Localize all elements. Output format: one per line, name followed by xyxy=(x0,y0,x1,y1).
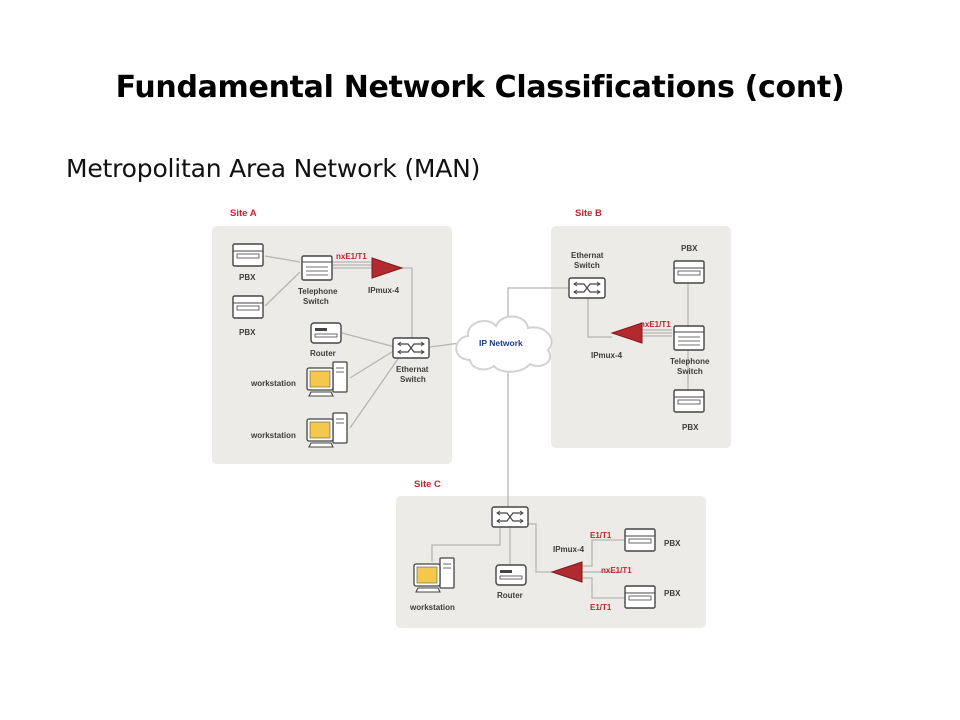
site-a-telephone-switch-label-2: Switch xyxy=(303,297,329,306)
ip-network-cloud-icon xyxy=(455,315,553,373)
slide-title: Fundamental Network Classifications (con… xyxy=(115,70,845,105)
site-c-pbx-1-icon xyxy=(624,528,656,552)
site-c-pbx-1-label: PBX xyxy=(664,539,681,548)
ip-network-label: IP Network xyxy=(479,338,523,348)
site-c-ipmux-label: IPmux-4 xyxy=(553,545,585,554)
site-a-label: Site A xyxy=(230,208,257,219)
site-a-workstation-2-label: workstation xyxy=(250,431,296,440)
site-c-router-label: Router xyxy=(497,591,523,600)
site-b-telephone-switch-icon xyxy=(673,325,705,351)
site-a-router-label: Router xyxy=(310,349,336,358)
site-b-pbx-2-icon xyxy=(673,389,705,413)
site-a-ethernet-switch-label-1: Ethernat xyxy=(396,365,429,374)
site-b-pbx-2-label: PBX xyxy=(682,423,699,432)
site-c-label: Site C xyxy=(414,479,441,490)
slide-subtitle: Metropolitan Area Network (MAN) xyxy=(66,154,481,183)
site-a-telephone-switch-icon xyxy=(301,255,333,281)
site-c-ethernet-switch-icon xyxy=(491,506,529,528)
site-a-telephone-switch-label-1: Telephone xyxy=(298,287,338,296)
site-c-pbx-2-icon xyxy=(624,585,656,609)
site-b-ipmux-label: IPmux-4 xyxy=(591,351,623,360)
site-a-pbx-1-icon xyxy=(232,243,264,267)
site-a-pbx-2-label: PBX xyxy=(239,328,256,337)
site-a-panel xyxy=(212,226,452,464)
site-c-router-icon xyxy=(495,564,527,586)
site-a-pbx-1-label: PBX xyxy=(239,273,256,282)
site-b-label: Site B xyxy=(575,208,602,219)
site-b-link-label: nxE1/T1 xyxy=(640,320,671,329)
site-a-router-icon xyxy=(310,322,342,344)
site-a-pbx-2-icon xyxy=(232,295,264,319)
site-b-telephone-switch-label-1: Telephone xyxy=(670,357,710,366)
site-b-telephone-switch-label-2: Switch xyxy=(677,367,703,376)
site-c-pbx-2-label: PBX xyxy=(664,589,681,598)
site-b-ethernet-switch-icon xyxy=(568,277,606,299)
site-b-pbx-1-label: PBX xyxy=(681,244,698,253)
site-a-ipmux-label: IPmux-4 xyxy=(368,286,400,295)
site-c-link-bot-label: E1/T1 xyxy=(590,603,612,612)
site-a-ethernet-switch-label-2: Switch xyxy=(400,375,426,384)
site-b-ethernet-switch-label-1: Ethernat xyxy=(571,251,604,260)
site-a-workstation-1-label: workstation xyxy=(250,379,296,388)
site-b-ethernet-switch-label-2: Switch xyxy=(574,261,600,270)
site-a-link-label: nxE1/T1 xyxy=(336,252,367,261)
site-a-ethernet-switch-icon xyxy=(392,337,430,359)
site-b-pbx-1-icon xyxy=(673,260,705,284)
site-c-link-mid-label: nxE1/T1 xyxy=(601,566,632,575)
network-links xyxy=(264,255,689,599)
site-c-workstation-label: workstation xyxy=(409,603,455,612)
site-c-link-top-label: E1/T1 xyxy=(590,531,612,540)
